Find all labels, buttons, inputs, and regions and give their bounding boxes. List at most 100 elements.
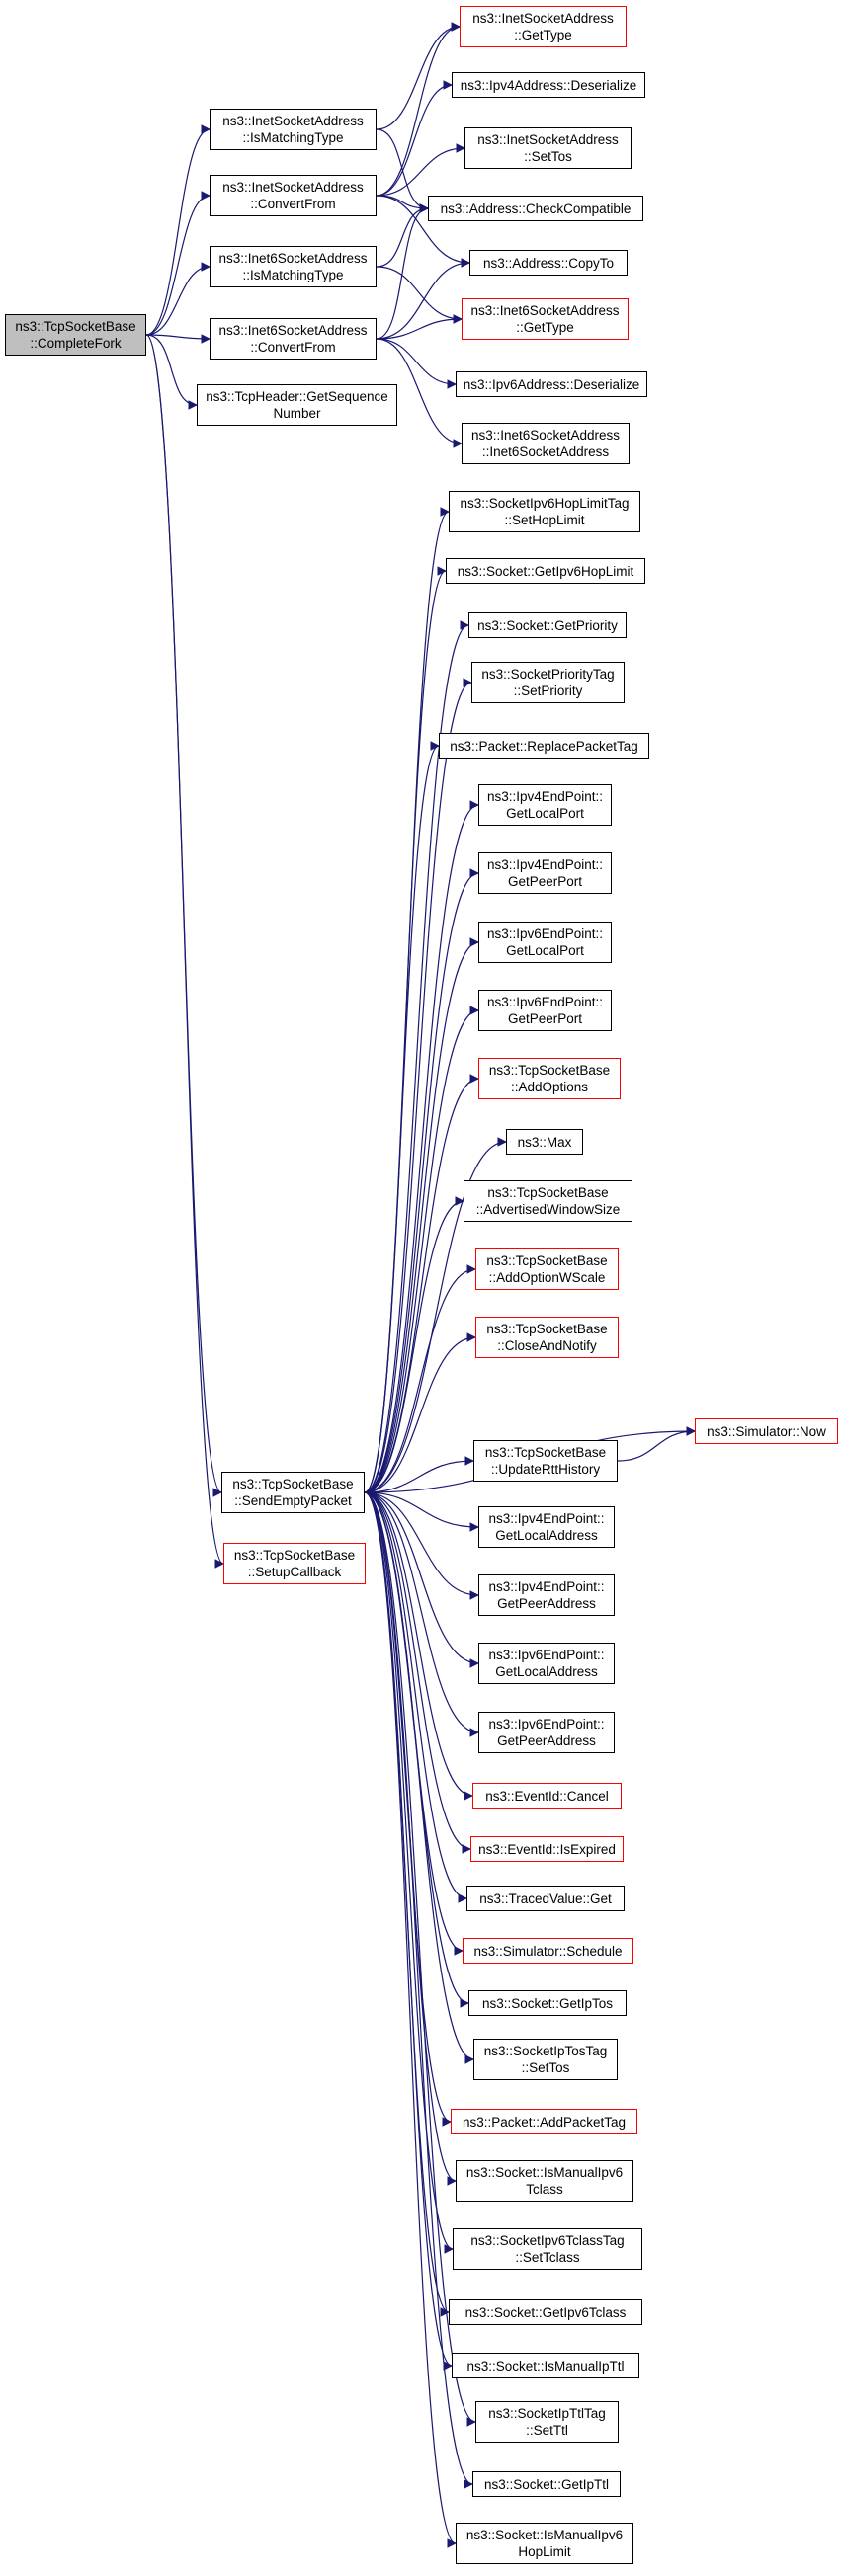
edge-inet-convert-from-to-address-copyto — [376, 195, 470, 268]
node-label-line: ::SendEmptyPacket — [234, 1493, 352, 1508]
node-label-line: GetLocalAddress — [495, 1528, 598, 1543]
edge-inet-convert-from-to-ipv4addr-deserialize — [376, 80, 453, 197]
node-address-copyto[interactable]: ns3::Address::CopyTo — [469, 250, 628, 276]
node-label-line: ns3::TcpSocketBase — [15, 319, 136, 334]
node-prioritytag-set[interactable]: ns3::SocketPriorityTag::SetPriority — [471, 662, 625, 703]
node-ipv6ep-getpeeraddr[interactable]: ns3::Ipv6EndPoint::GetPeerAddress — [478, 1712, 615, 1753]
node-tcp-addoptions[interactable]: ns3::TcpSocketBase::AddOptions — [478, 1058, 621, 1099]
node-ipv6ep-getlocaladdr[interactable]: ns3::Ipv6EndPoint::GetLocalAddress — [478, 1643, 615, 1684]
node-socket-getpriority[interactable]: ns3::Socket::GetPriority — [468, 612, 627, 638]
node-simulator-now[interactable]: ns3::Simulator::Now — [695, 1418, 838, 1444]
node-label-line: GetLocalAddress — [495, 1664, 598, 1679]
node-inet6-convert-from[interactable]: ns3::Inet6SocketAddress::ConvertFrom — [210, 318, 377, 360]
node-label-line: GetLocalPort — [506, 806, 584, 821]
node-tcp-updatertt[interactable]: ns3::TcpSocketBase::UpdateRttHistory — [473, 1440, 618, 1482]
node-label-line: ns3::Socket::IsManualIpv6 — [465, 2165, 624, 2180]
node-packet-replacetag[interactable]: ns3::Packet::ReplacePacketTag — [439, 733, 649, 759]
node-label: ns3::Ipv6EndPoint::GetLocalAddress — [488, 1647, 604, 1680]
node-packet-addtag[interactable]: ns3::Packet::AddPacketTag — [451, 2109, 637, 2134]
node-setup-callback[interactable]: ns3::TcpSocketBase::SetupCallback — [223, 1543, 366, 1584]
node-inet6-gettype[interactable]: ns3::Inet6SocketAddress::GetType — [462, 298, 629, 340]
node-label-line: ns3::Ipv6Address::Deserialize — [463, 376, 640, 392]
node-address-checkcompat[interactable]: ns3::Address::CheckCompatible — [428, 196, 643, 221]
node-socket-ismanualipttl[interactable]: ns3::Socket::IsManualIpTtl — [452, 2353, 639, 2378]
node-label-line: ns3::Ipv6EndPoint:: — [486, 926, 604, 941]
node-ipv4ep-getlocaladdr[interactable]: ns3::Ipv4EndPoint::GetLocalAddress — [478, 1506, 615, 1548]
edge-send-empty-packet-to-packet-replacetag — [364, 741, 440, 1493]
node-eventid-cancel[interactable]: ns3::EventId::Cancel — [472, 1783, 622, 1809]
node-inet6-is-matching[interactable]: ns3::Inet6SocketAddress::IsMatchingType — [210, 246, 377, 287]
node-ipv6addr-deserialize[interactable]: ns3::Ipv6Address::Deserialize — [456, 371, 647, 397]
node-label-line: ns3::InetSocketAddress — [222, 180, 364, 195]
node-label: ns3::TcpSocketBase::UpdateRttHistory — [485, 1444, 606, 1478]
edge-inet6-convert-from-to-inet6-gettype — [376, 314, 463, 340]
node-socket-getipv6tclass[interactable]: ns3::Socket::GetIpv6Tclass — [449, 2299, 642, 2325]
node-ipv4ep-getlocalport[interactable]: ns3::Ipv4EndPoint::GetLocalPort — [478, 784, 612, 826]
node-inet6-ctor[interactable]: ns3::Inet6SocketAddress::Inet6SocketAddr… — [462, 423, 630, 464]
node-max[interactable]: ns3::Max — [506, 1129, 583, 1155]
node-socket-getipttl[interactable]: ns3::Socket::GetIpTtl — [472, 2471, 621, 2497]
node-label-line: ns3::TcpSocketBase — [488, 1063, 611, 1078]
node-ipv4ep-getpeerport[interactable]: ns3::Ipv4EndPoint::GetPeerPort — [478, 852, 612, 894]
node-tcp-closenotify[interactable]: ns3::TcpSocketBase::CloseAndNotify — [475, 1317, 619, 1358]
node-label: ns3::Inet6SocketAddress::Inet6SocketAddr… — [471, 427, 620, 460]
node-inet-gettype[interactable]: ns3::InetSocketAddress::GetType — [460, 6, 627, 47]
node-label-line: ns3::EventId::IsExpired — [478, 1841, 616, 1857]
node-label-line: ::GetType — [516, 320, 574, 335]
node-label: ns3::TracedValue::Get — [479, 1891, 612, 1907]
node-label-line: ::AdvertisedWindowSize — [475, 1202, 621, 1217]
node-label: ns3::Inet6SocketAddress::GetType — [470, 302, 619, 336]
node-ipv6ep-getlocalport[interactable]: ns3::Ipv6EndPoint::GetLocalPort — [478, 922, 612, 963]
node-label-line: ns3::Socket::GetIpv6Tclass — [464, 2304, 627, 2320]
edge-root-to-tcpheader-getseq — [145, 334, 198, 410]
node-ipttltag-setttl[interactable]: ns3::SocketIpTtlTag::SetTtl — [475, 2401, 619, 2443]
node-tcp-advwin[interactable]: ns3::TcpSocketBase::AdvertisedWindowSize — [464, 1180, 632, 1222]
node-label: ns3::Ipv6EndPoint::GetPeerAddress — [488, 1716, 604, 1749]
edge-inet-convert-from-to-inet-gettype — [376, 22, 461, 197]
node-tcp-addwscale[interactable]: ns3::TcpSocketBase::AddOptionWScale — [475, 1248, 619, 1290]
edge-send-empty-packet-to-eventid-cancel — [364, 1491, 473, 1801]
node-socket-getipv6hoplimit[interactable]: ns3::Socket::GetIpv6HopLimit — [446, 558, 645, 584]
node-label-line: ::SetTclass — [515, 2250, 580, 2265]
node-label: ns3::Ipv4EndPoint::GetLocalPort — [487, 788, 603, 822]
node-label-line: ns3::Max — [517, 1134, 572, 1150]
node-label-line: ::IsMatchingType — [242, 130, 344, 145]
edge-send-empty-packet-to-socket-getipv6hoplimit — [364, 566, 447, 1493]
node-label: ns3::Socket::IsManualIpTtl — [466, 2358, 624, 2375]
node-inet-settos[interactable]: ns3::InetSocketAddress::SetTos — [464, 127, 632, 169]
node-label-line: ::IsMatchingType — [242, 268, 344, 282]
node-ipv4ep-getpeeraddr[interactable]: ns3::Ipv4EndPoint::GetPeerAddress — [478, 1574, 615, 1616]
node-label-line: ns3::Ipv6EndPoint:: — [488, 1648, 605, 1662]
node-label-line: GetLocalPort — [506, 943, 584, 958]
node-label: ns3::Socket::GetIpTtl — [484, 2476, 609, 2493]
node-socket-getiptos[interactable]: ns3::Socket::GetIpTos — [468, 1990, 627, 2016]
node-label: ns3::Max — [518, 1134, 572, 1151]
node-label: ns3::Ipv4EndPoint::GetLocalAddress — [488, 1510, 604, 1544]
node-label-line: ns3::Address::CopyTo — [482, 255, 615, 271]
node-send-empty-packet[interactable]: ns3::TcpSocketBase::SendEmptyPacket — [221, 1472, 365, 1513]
node-label: ns3::SocketIpv6TclassTag::SetTclass — [470, 2232, 624, 2266]
node-ipv6ep-getpeerport[interactable]: ns3::Ipv6EndPoint::GetPeerPort — [478, 990, 612, 1031]
node-label-line: ns3::InetSocketAddress — [222, 114, 364, 128]
node-label: ns3::Inet6SocketAddress::IsMatchingType — [218, 250, 367, 283]
node-label-line: ::SetTtl — [526, 2423, 568, 2438]
node-label-line: GetPeerAddress — [497, 1596, 596, 1611]
node-ipv4addr-deserialize[interactable]: ns3::Ipv4Address::Deserialize — [452, 72, 645, 98]
node-hoplimittag-set[interactable]: ns3::SocketIpv6HopLimitTag::SetHopLimit — [449, 491, 640, 532]
node-inet-is-matching[interactable]: ns3::InetSocketAddress::IsMatchingType — [210, 109, 377, 150]
node-ipv6tclasstag-set[interactable]: ns3::SocketIpv6TclassTag::SetTclass — [453, 2228, 642, 2270]
node-label-line: ::CloseAndNotify — [497, 1338, 597, 1353]
node-inet-convert-from[interactable]: ns3::InetSocketAddress::ConvertFrom — [210, 175, 377, 216]
edge-send-empty-packet-to-tracedvalue-get — [364, 1491, 467, 1903]
node-tracedvalue-get[interactable]: ns3::TracedValue::Get — [466, 1886, 625, 1911]
node-iptostag-settos[interactable]: ns3::SocketIpTosTag::SetTos — [473, 2039, 618, 2080]
node-root[interactable]: ns3::TcpSocketBase::CompleteFork — [5, 314, 146, 356]
node-eventid-isexpired[interactable]: ns3::EventId::IsExpired — [470, 1836, 624, 1862]
node-label-line: ns3::Ipv4EndPoint:: — [486, 857, 604, 872]
node-simulator-schedule[interactable]: ns3::Simulator::Schedule — [463, 1938, 633, 1964]
edge-inet6-convert-from-to-inet6-ctor — [376, 338, 463, 448]
